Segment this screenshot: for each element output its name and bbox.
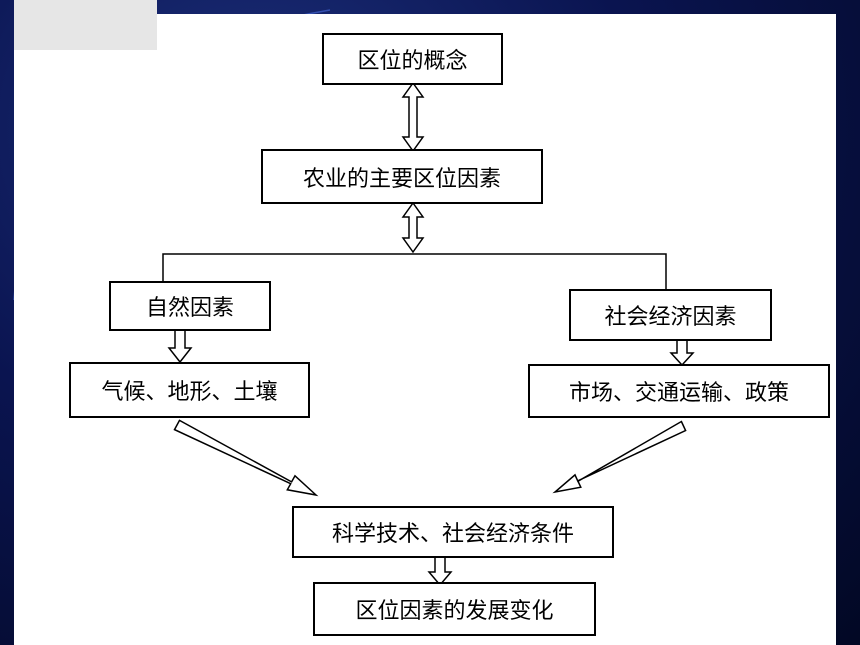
natural-factors-box: 自然因素 [109, 281, 271, 331]
double-arrow-concept-main [401, 81, 425, 153]
corner-tab [14, 0, 157, 50]
down-arrow-natural [167, 329, 193, 364]
natural-items-box: 气候、地形、土壤 [69, 362, 310, 418]
diagonal-arrow-left [173, 419, 319, 497]
double-arrow-main-branch [401, 201, 425, 254]
social-factors-box: 社会经济因素 [569, 289, 772, 341]
concept-box: 区位的概念 [322, 33, 503, 85]
social-items-box: 市场、交通运输、政策 [528, 364, 830, 418]
branch-line [162, 253, 667, 291]
down-arrow-tech [427, 556, 453, 587]
factor-change-box: 区位因素的发展变化 [313, 582, 596, 636]
diagonal-arrow-right [552, 420, 687, 494]
main-factors-box: 农业的主要区位因素 [261, 149, 543, 204]
down-arrow-social [669, 339, 695, 367]
tech-conditions-box: 科学技术、社会经济条件 [292, 506, 614, 558]
